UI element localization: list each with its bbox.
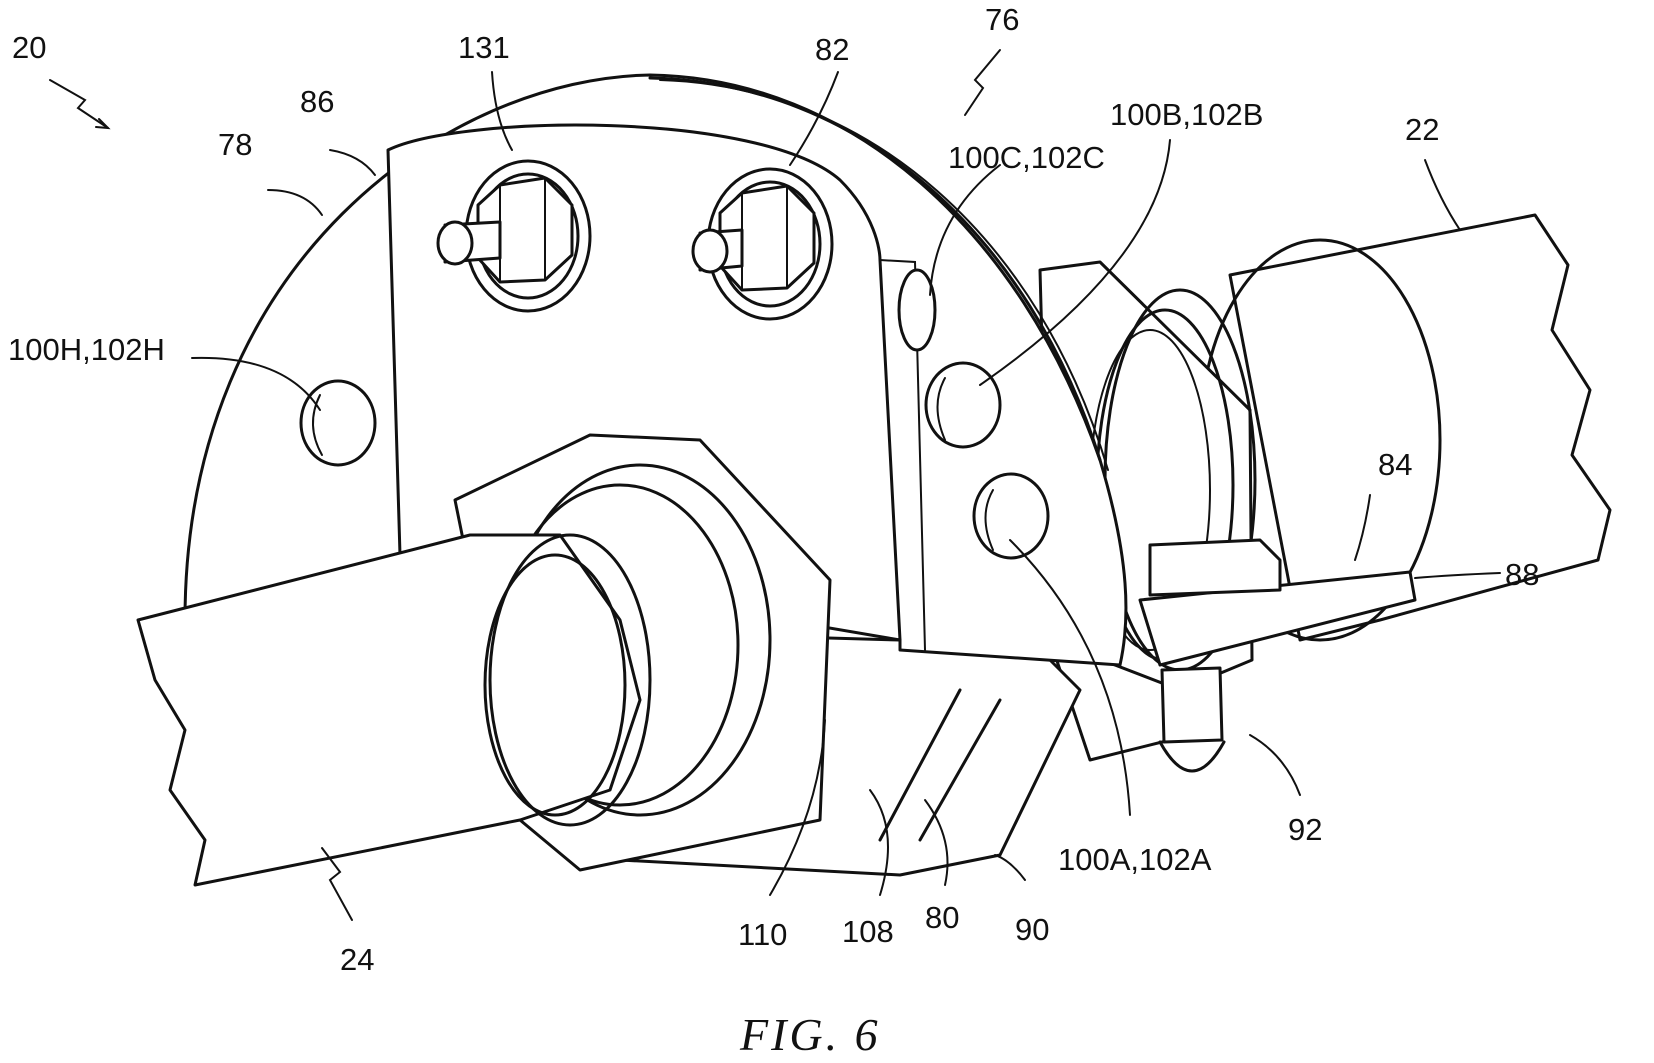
- label-84: 84: [1378, 447, 1412, 482]
- label-86: 86: [300, 84, 334, 119]
- label-108: 108: [842, 914, 894, 949]
- label-80: 80: [925, 900, 959, 935]
- label-100a-102a: 100A,102A: [1058, 842, 1212, 877]
- label-100h-102h: 100H,102H: [8, 332, 165, 367]
- label-76: 76: [985, 2, 1019, 37]
- label-22: 22: [1405, 112, 1439, 147]
- label-78: 78: [218, 127, 252, 162]
- label-20: 20: [12, 30, 46, 65]
- label-92: 92: [1288, 812, 1322, 847]
- label-100b-102b: 100B,102B: [1110, 97, 1263, 132]
- label-90: 90: [1015, 912, 1049, 947]
- label-82: 82: [815, 32, 849, 67]
- label-100c-102c: 100C,102C: [948, 140, 1105, 175]
- label-110: 110: [738, 917, 787, 952]
- clamp-plate-84: [1140, 540, 1415, 771]
- figure-caption: FIG. 6: [739, 1009, 881, 1060]
- label-131: 131: [458, 30, 510, 65]
- label-88: 88: [1505, 557, 1539, 592]
- label-24: 24: [340, 942, 374, 977]
